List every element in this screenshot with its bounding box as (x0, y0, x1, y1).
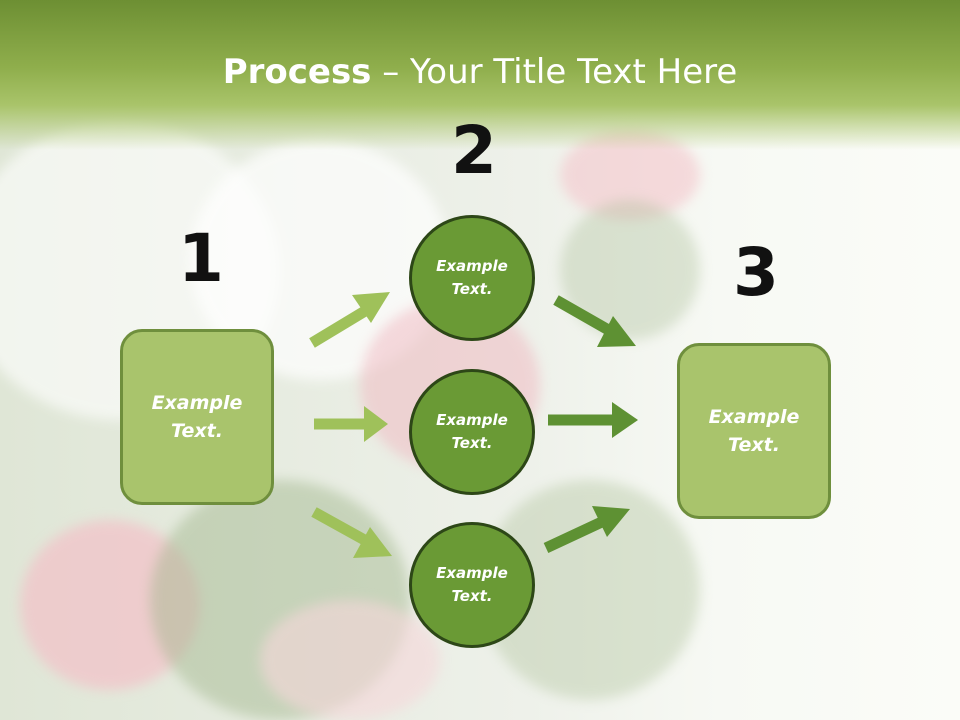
arrow-left-to-bottom (311, 507, 392, 558)
arrow-left-to-top (309, 292, 390, 348)
arrow-left-to-middle (314, 406, 388, 442)
arrow-middle-to-right (548, 402, 638, 438)
page-title: Process – Your Title Text Here (0, 52, 960, 92)
arrow-bottom-to-right (543, 506, 630, 553)
step-number-2: 2 (451, 112, 497, 189)
step-number-3: 3 (733, 234, 779, 311)
arrow-top-to-right (553, 295, 636, 347)
title-bar (0, 0, 960, 150)
title-rest: – Your Title Text Here (371, 52, 738, 92)
step-number-1: 1 (178, 220, 224, 297)
title-bold: Process (222, 52, 372, 92)
